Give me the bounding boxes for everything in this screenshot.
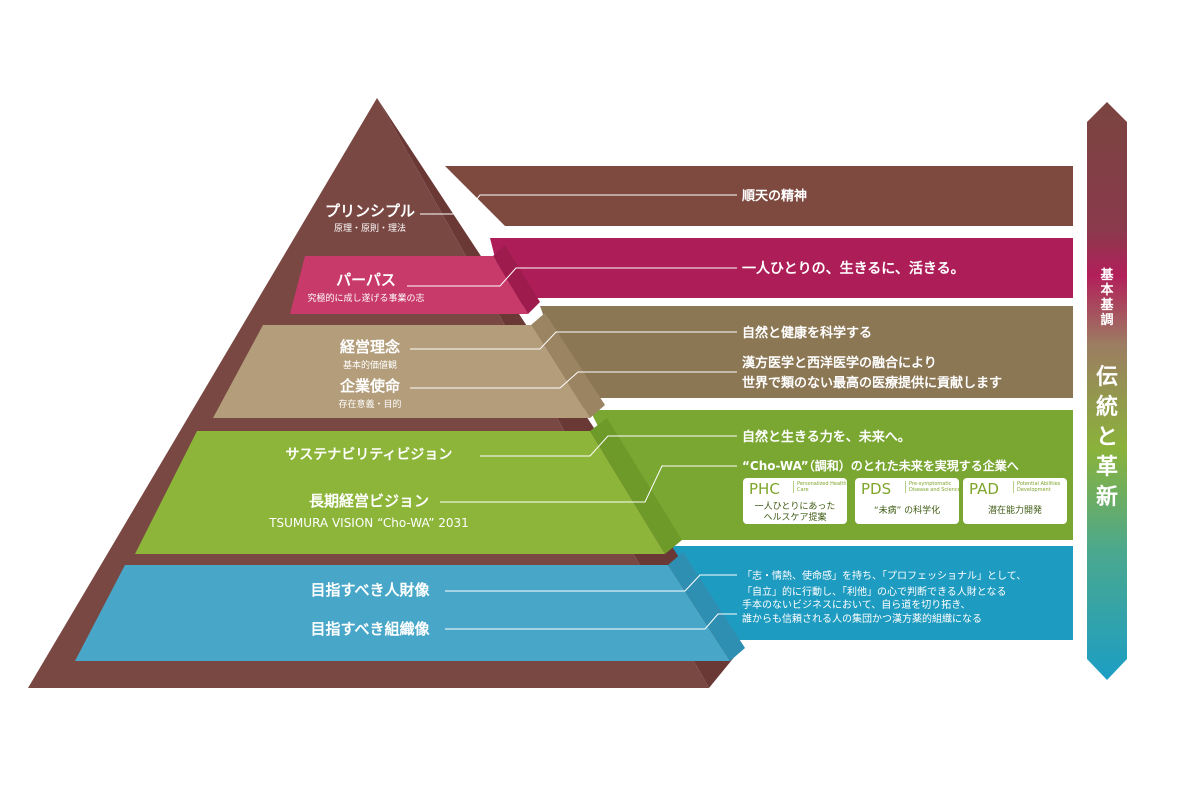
pds-description: “未病” の科学化	[873, 506, 941, 516]
sustainability-text: 自然と生きる力を、未来へ。	[742, 429, 911, 445]
arrow-char: 新	[1096, 484, 1118, 510]
tier-vision-side	[590, 418, 682, 554]
arrow-char: 調	[1100, 312, 1113, 328]
vision-text: “Cho-WA”（調和）のとれた未来を実現する企業へ	[742, 458, 1019, 473]
arrow-char: 基	[1099, 297, 1114, 313]
pds-abbr: PDS	[861, 480, 892, 498]
mission-text-line1: 漢方医学と西洋医学の融合により	[742, 355, 937, 371]
philosophy-text: 自然と健康を科学する	[742, 325, 872, 341]
philosophy-subtitle: 基本的価値観	[343, 359, 397, 371]
connector-lines	[407, 194, 737, 630]
tier-people	[75, 565, 730, 661]
band-philosophy	[540, 306, 1073, 416]
mission-text-line2: 世界で類のない最高の医療提供に貢献します	[742, 375, 1002, 391]
people-text-line2: 「自立」的に行動し、「利他」の心で判断できる人財となる	[742, 585, 1007, 598]
arrow-label-main: 伝 統 と 革 新	[1096, 365, 1118, 510]
band-people	[665, 546, 1073, 660]
principle-subtitle: 原理・原則・理法	[334, 222, 406, 234]
pad-description: 潜在能力開発	[987, 506, 1042, 516]
phc-fullname: Personalized Health Care	[793, 481, 849, 493]
people-title: 目指すべき人財像	[311, 581, 431, 599]
pad-box: PAD Potential Abilities Development 潜在能力…	[963, 478, 1067, 524]
arrow-char: 基	[1099, 267, 1114, 283]
band-principle	[445, 166, 1073, 226]
principle-title: プリンシプル	[325, 202, 415, 220]
pad-abbr: PAD	[969, 480, 999, 498]
band-purpose	[490, 238, 1073, 316]
purpose-title: パーパス	[336, 271, 396, 289]
arrow-char: 革	[1096, 455, 1118, 480]
organization-title: 目指すべき組織像	[311, 620, 431, 638]
phc-box: PHC Personalized Health Care 一人ひとりにあった ヘ…	[743, 478, 847, 524]
vision-title: 長期経営ビジョン	[309, 492, 429, 510]
arrow-char: と	[1096, 425, 1118, 450]
sustainability-title: サステナビリティビジョン	[286, 447, 453, 463]
org-text-line2: 誰からも信頼される人の集団かつ漢方薬的組織になる	[742, 612, 982, 625]
tier-people-side	[668, 552, 745, 661]
tradition-innovation-arrow	[1087, 102, 1127, 680]
phc-abbr: PHC	[749, 480, 780, 498]
mission-subtitle: 存在意義・目的	[338, 398, 401, 410]
purpose-subtitle: 究極的に成し遂げる事業の志	[307, 292, 424, 304]
mission-title: 企業使命	[339, 377, 401, 395]
vision-subtitle: TSUMURA VISION “Cho-WA” 2031	[268, 516, 469, 530]
tier-purpose-side	[493, 245, 540, 314]
arrow-label-top: 基 本 基 調	[1099, 267, 1114, 328]
purpose-text: 一人ひとりの、生きるに、活きる。	[742, 260, 965, 277]
tier-purpose	[290, 256, 528, 314]
people-text-line1: 「志・情熱、使命感」を持ち、「プロフェッショナル」として、	[742, 569, 1026, 582]
arrow-char: 統	[1096, 394, 1118, 420]
pad-fullname: Potential Abilities Development	[1013, 481, 1069, 493]
philosophy-title: 経営理念	[340, 338, 400, 356]
org-text-line1: 手本のないビジネスにおいて、自ら道を切り拓き、	[742, 598, 971, 611]
pds-box: PDS Pre-symptomatic Disease and Science …	[855, 478, 961, 524]
tier-philosophy	[213, 325, 590, 418]
arrow-char: 本	[1100, 282, 1113, 298]
phc-description: 一人ひとりにあった ヘルスケア提案	[754, 502, 836, 523]
tier-vision	[135, 431, 665, 554]
principle-text: 順天の精神	[742, 188, 807, 204]
pds-fullname: Pre-symptomatic Disease and Science	[905, 481, 961, 493]
arrow-char: 伝	[1096, 365, 1118, 390]
